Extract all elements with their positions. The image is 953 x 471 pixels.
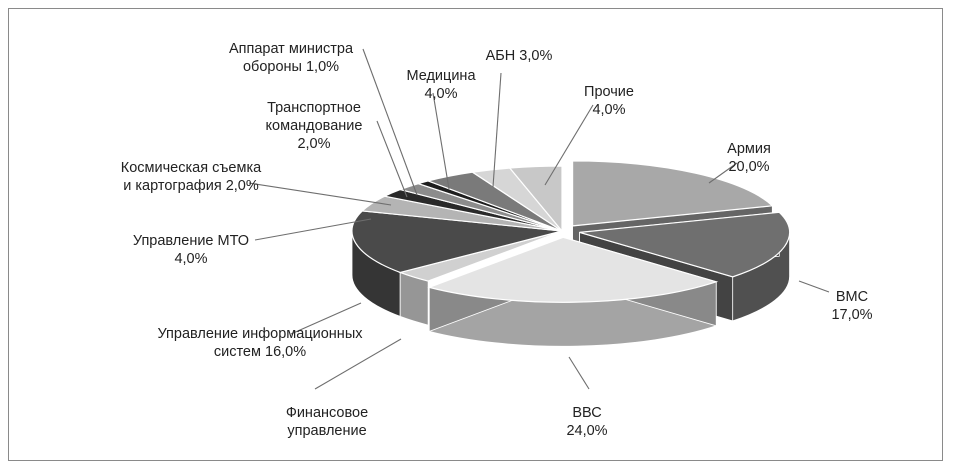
data-label-line: командование [266,118,363,134]
leader-line-armiya [708,162,738,184]
data-label-vvs: ВВС 24,0% [566,405,607,439]
pie-slice-top-vvs [427,236,719,303]
leader-line-transp-kom [376,120,408,198]
data-label-line: ВМС [836,289,868,305]
data-label-line: 4,0% [424,86,457,102]
pie-slice-top-vms [579,211,791,278]
data-label-line: АБН 3,0% [486,48,553,64]
leader-line-vms [798,280,830,293]
data-label-line: Аппарат министра [229,41,354,57]
data-label-line: 20,0% [728,159,769,175]
data-label-line: 2,0% [297,136,330,152]
leader-line-upr-mto [254,218,372,241]
pie-chart: Армия 20,0% ВМС 17,0% ВВС 24,0% Финансовое упра… [121,41,873,439]
data-label-fin-upr: Финансовое управление [286,405,368,439]
data-label-line: Прочие [584,84,634,100]
leader-line-fin-upr [314,338,402,390]
data-label-line: 17,0% [831,307,872,323]
leader-line-abn [492,72,502,188]
leader-line-upr-inf-sys [290,302,362,335]
data-label-transp-kom: Транспортное командование 2,0% [266,100,363,152]
data-label-line: 4,0% [592,102,625,118]
pie-slice-top-prochie [508,165,563,233]
data-label-upr-mto: Управление МТО 4,0% [133,233,249,267]
data-label-medicina: Медицина 4,0% [406,68,476,102]
chart-frame: Армия 20,0% ВМС 17,0% ВВС 24,0% Финансовое упра… [8,8,943,461]
data-label-line: 24,0% [566,423,607,439]
data-label-line: Медицина [406,68,476,84]
data-label-upr-inf-sys: Управление информационных систем 16,0% [158,326,364,360]
leader-line-apparat-ministra [362,48,418,196]
data-label-line: систем 16,0% [214,344,306,360]
pie-slice-top-armiya [571,160,774,227]
data-label-line: ВВС [572,405,601,421]
leader-line-medicina [432,92,450,190]
leader-line-kosm-sjemka [248,182,392,206]
data-label-prochie: Прочие 4,0% [584,84,634,118]
data-label-line: Управление информационных [158,326,364,342]
data-label-line: управление [287,423,366,439]
data-label-line: Космическая съемка [121,160,262,176]
leader-line-prochie [544,104,594,186]
data-label-armiya: Армия 20,0% [727,141,771,175]
data-label-vms: ВМС 17,0% [831,289,872,323]
data-label-line: Финансовое [286,405,368,421]
data-label-abn: АБН 3,0% [486,48,553,64]
data-label-kosm-sjemka: Космическая съемка и картография 2,0% [121,160,262,194]
data-label-line: и картография 2,0% [123,178,259,194]
data-label-line: Управление МТО [133,233,249,249]
data-label-apparat-ministra: Аппарат министра обороны 1,0% [229,41,354,75]
data-label-line: Транспортное [267,100,361,116]
data-label-line: Армия [727,141,771,157]
data-label-line: 4,0% [174,251,207,267]
data-label-line: обороны 1,0% [243,59,339,75]
leader-line-vvs [568,356,590,390]
